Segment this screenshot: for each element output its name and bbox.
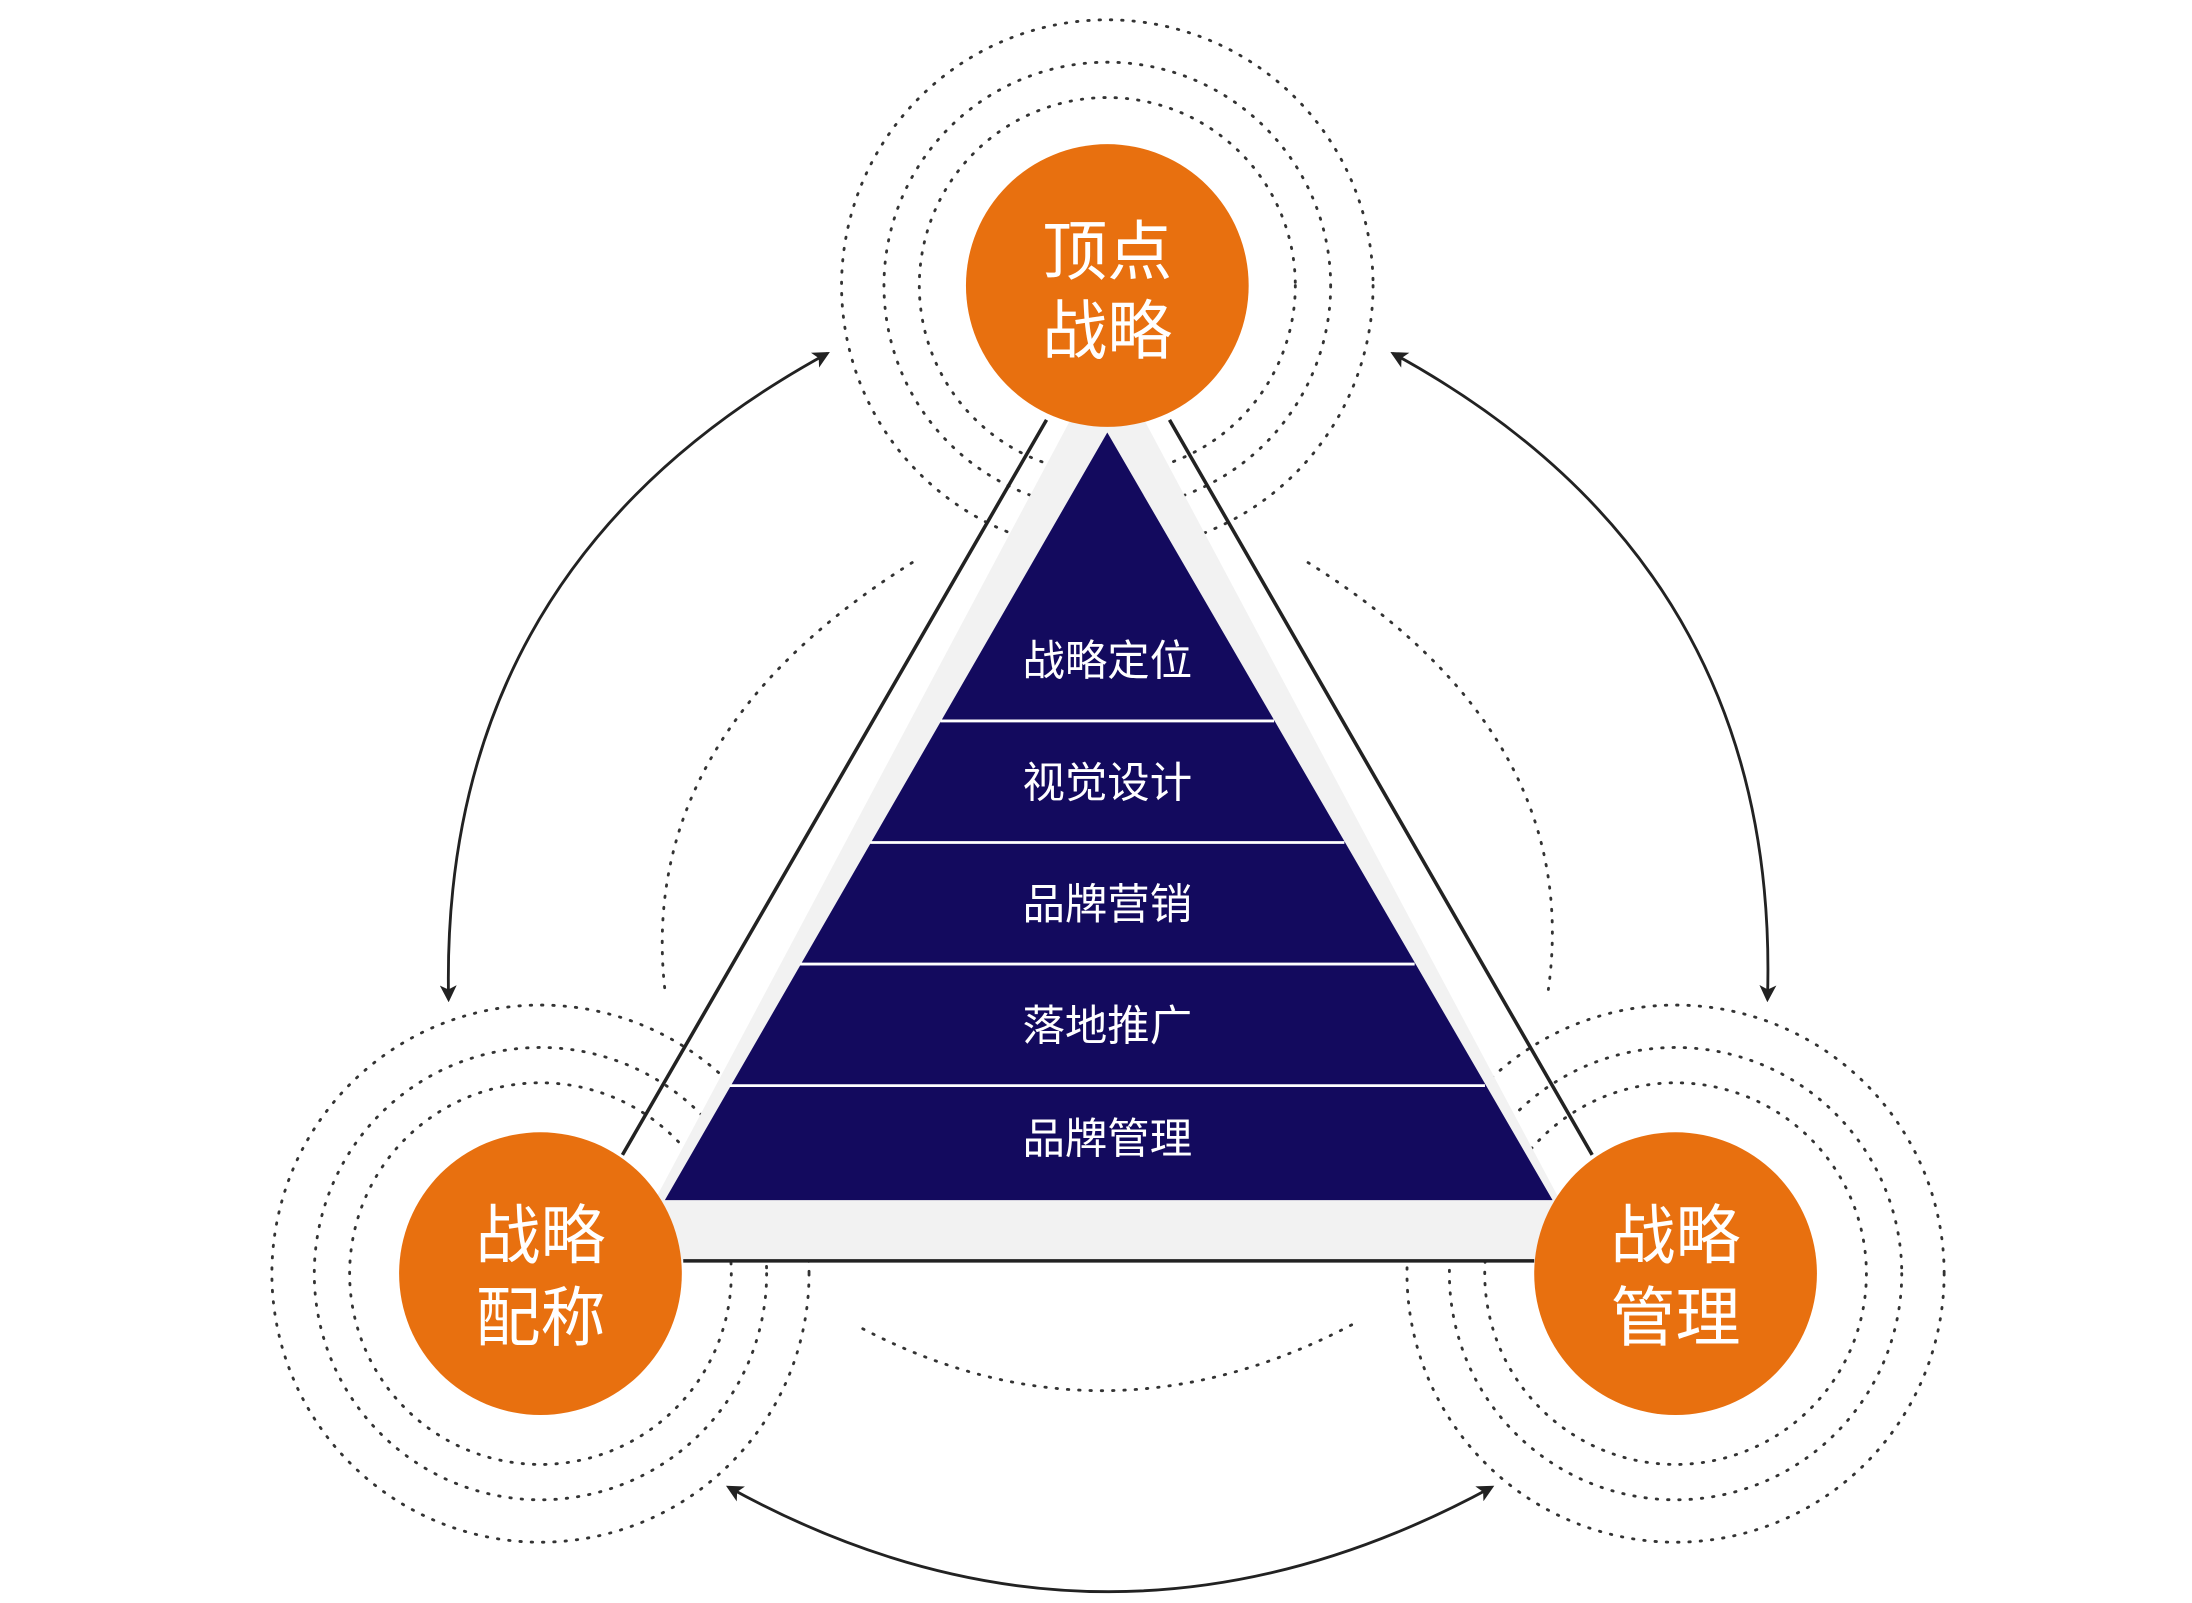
pyramid — [664, 432, 1553, 1201]
right-ring-2 — [1447, 1046, 1904, 1502]
pyramid-layer-label: 品牌管理 — [1023, 1114, 1193, 1163]
frame-edges — [620, 418, 1594, 1263]
frame-edge-left — [620, 418, 1049, 1156]
arrow-top-left — [439, 352, 830, 1003]
pyramid-layer-label: 落地推广 — [1023, 1001, 1193, 1050]
pyramid-layer-label: 战略定位 — [1023, 637, 1193, 686]
inner-arc-bottom — [861, 1320, 1359, 1393]
left-ring-2 — [312, 1046, 769, 1502]
node-right-line2: 管理 — [1611, 1281, 1741, 1356]
node-left: 战略 配称 — [399, 1132, 682, 1415]
node-right: 战略 管理 — [1534, 1132, 1817, 1415]
left-ring-1 — [348, 1081, 733, 1466]
node-right-circle — [1534, 1132, 1817, 1415]
node-left-line2: 配称 — [475, 1281, 605, 1356]
node-top: 顶点 战略 — [965, 144, 1249, 427]
connection-arrows — [439, 352, 1777, 1593]
node-top-line1: 顶点 — [1042, 215, 1172, 290]
arrow-left-right — [725, 1485, 1495, 1593]
pyramid-layer-label: 视觉设计 — [1023, 758, 1193, 807]
arrow-top-right — [1390, 352, 1777, 1003]
pyramid-dividers — [729, 719, 1485, 1088]
node-top-line2: 战略 — [1042, 294, 1172, 369]
pyramid-layer-label: 品牌营销 — [1023, 880, 1193, 929]
node-left-line1: 战略 — [475, 1199, 605, 1274]
node-right-line1: 战略 — [1611, 1199, 1741, 1274]
right-ring-3 — [1405, 1003, 1946, 1544]
frame-edge-right — [1167, 418, 1594, 1156]
node-left-circle — [399, 1132, 682, 1415]
right-ring-1 — [1483, 1081, 1868, 1466]
node-top-circle — [965, 144, 1249, 427]
left-ring-3 — [270, 1003, 811, 1544]
